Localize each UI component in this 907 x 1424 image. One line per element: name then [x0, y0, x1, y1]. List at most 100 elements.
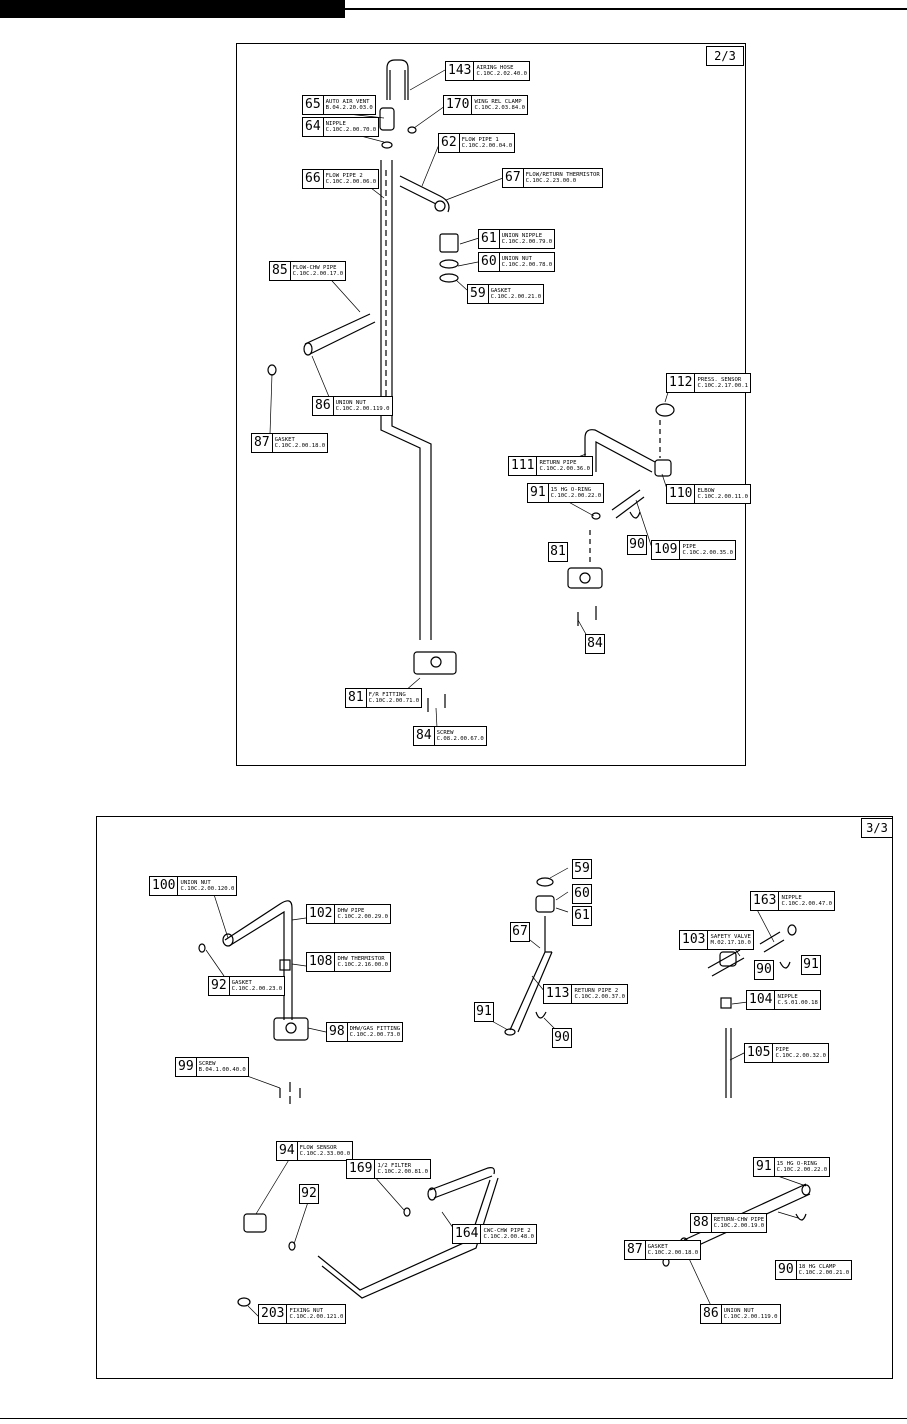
part-code: C.10C.2.00.121.0	[289, 1314, 344, 1320]
part-code: C.08.2.00.67.0	[436, 736, 484, 742]
part-code: C.10C.2.23.00.0	[525, 178, 577, 184]
part-name: F/R FITTING	[368, 691, 406, 698]
part-number: 100	[150, 877, 179, 895]
part-code: C.10C.2.17.00.1	[697, 383, 749, 389]
part-code: C.10C.2.02.40.0	[476, 71, 528, 77]
part-code: C.10C.2.00.21.0	[798, 1270, 850, 1276]
part-number: 104	[747, 991, 776, 1009]
part-name: GASKET	[490, 287, 511, 294]
part-code: C.10C.2.00.23.0	[231, 986, 283, 992]
part-number: 170	[444, 96, 473, 114]
part-name: NIPPLE	[781, 894, 802, 901]
part-name: AUTO AIR VENT	[325, 98, 370, 105]
part-number: 98	[327, 1023, 348, 1041]
part-name: SAFETY VALVE	[710, 933, 751, 940]
part-code: C.10C.2.00.78.0	[501, 262, 553, 268]
callout-number: 92	[299, 1184, 319, 1204]
part-number: 62	[439, 134, 460, 152]
part-name: UNION NUT	[180, 879, 211, 886]
part-number: 86	[313, 397, 334, 415]
part-code: C.10C.2.33.00.0	[299, 1151, 351, 1157]
part-number: 203	[259, 1305, 288, 1323]
flow-pipe-2-shape	[380, 160, 432, 640]
part-name: 1/2 FILTER	[377, 1162, 412, 1169]
part-code: C.10C.2.00.79.0	[501, 239, 553, 245]
part-number: 94	[277, 1142, 298, 1160]
part-number: 59	[468, 285, 489, 303]
cwc-chw-pipe-2-shape	[317, 1177, 499, 1299]
part-number: 61	[479, 230, 500, 248]
part-code: C.10C.2.00.35.0	[682, 550, 734, 556]
part-code: C.10C.2.00.71.0	[368, 698, 420, 704]
part-number: 164	[453, 1225, 482, 1243]
part-name: ELBOW	[697, 487, 715, 494]
part-name: SCREW	[436, 729, 454, 736]
part-code: C.10C.2.00.70.0	[325, 127, 377, 133]
part-code: C.10C.2.00.04.0	[461, 143, 513, 149]
part-name: GASKET	[231, 979, 252, 986]
part-code: C.10C.2.00.18.0	[647, 1250, 699, 1256]
part-code: C.10C.2.00.47.0	[781, 901, 833, 907]
part-number: 64	[303, 118, 324, 136]
part-name: PRESS. SENSOR	[697, 376, 742, 383]
callout-number: 90	[627, 535, 647, 555]
part-code: M.02.17.10.0	[710, 940, 751, 946]
header-bar	[0, 0, 345, 18]
part-name: DHW THERMISTOR	[337, 955, 385, 962]
part-name: CWC-CHW PIPE 2	[483, 1227, 531, 1234]
airing-hose-shape	[386, 59, 409, 100]
part-name: UNION NUT	[335, 399, 366, 406]
part-number: 105	[745, 1044, 774, 1062]
part-number: 109	[652, 541, 681, 559]
part-number: 88	[691, 1214, 712, 1232]
part-code: C.10C.2.00.21.0	[490, 294, 542, 300]
callout-number: 84	[585, 634, 605, 654]
part-number: 92	[209, 977, 230, 995]
part-code: C.10C.2.00.06.0	[325, 179, 377, 185]
footer-rule	[0, 1418, 907, 1419]
callout-number: 91	[474, 1002, 494, 1022]
diagram-panel-3-of-3	[96, 816, 893, 1379]
page-indicator: 3/3	[861, 818, 893, 838]
callout-number: 91	[801, 955, 821, 975]
part-name: 18 HG CLAMP	[798, 1263, 836, 1270]
part-number: 108	[307, 953, 336, 971]
part-number: 111	[509, 457, 538, 475]
part-code: C.10C.2.00.119.0	[723, 1314, 778, 1320]
part-number: 110	[667, 485, 696, 503]
part-name: GASKET	[647, 1243, 668, 1250]
part-code: C.10C.2.00.37.0	[574, 994, 626, 1000]
part-number: 99	[176, 1058, 197, 1076]
callout-number: 90	[754, 960, 774, 980]
part-code: C.10C.2.00.19.0	[713, 1223, 765, 1229]
callout-number: 67	[510, 922, 530, 942]
callout-number: 61	[572, 906, 592, 926]
part-name: UNION NIPPLE	[501, 232, 543, 239]
part-number: 86	[701, 1305, 722, 1323]
part-name: DHW/GAS FITTING	[349, 1025, 401, 1032]
part-number: 169	[347, 1160, 376, 1178]
part-name: PIPE	[775, 1046, 789, 1053]
part-code: C.10C.2.00.29.0	[337, 914, 389, 920]
